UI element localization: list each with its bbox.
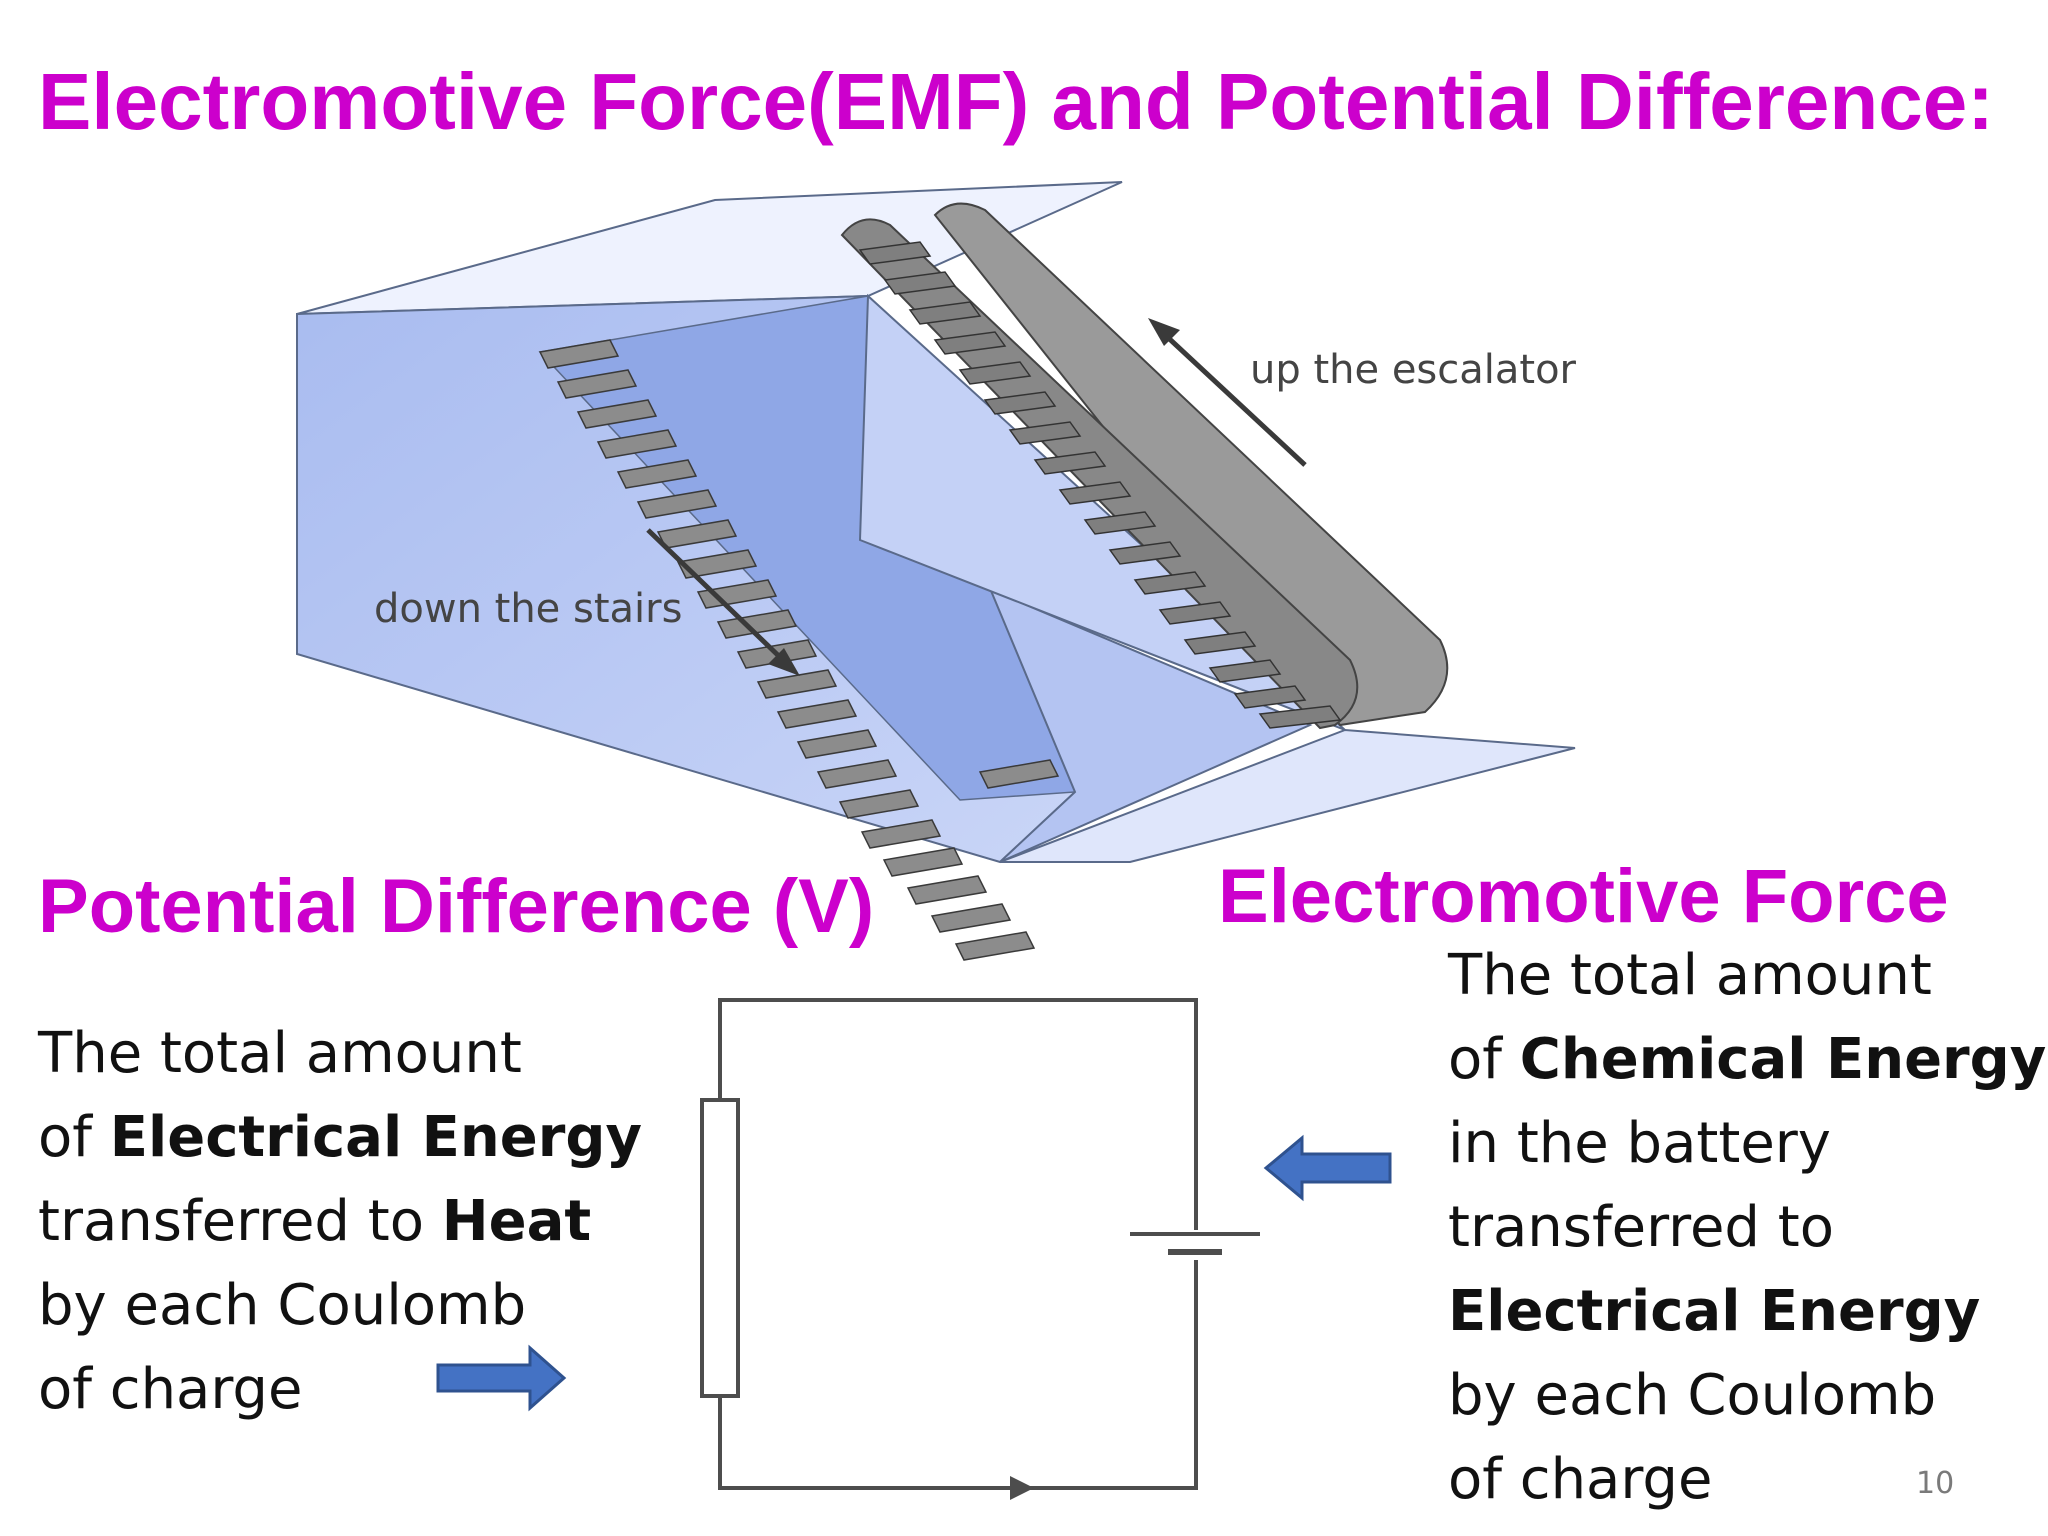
pd-line-3: transferred to Heat — [38, 1180, 642, 1264]
emf-line-2-prefix: of — [1448, 1027, 1520, 1092]
emf-chemical-energy-bold: Chemical Energy — [1519, 1027, 2047, 1092]
down-the-stairs-label: down the stairs — [374, 586, 682, 632]
pd-line-5: of charge — [38, 1357, 303, 1422]
up-direction-arrow — [1160, 330, 1307, 467]
up-arrowhead — [1148, 318, 1180, 346]
pd-line-4: by each Coulomb — [38, 1273, 527, 1338]
up-the-escalator-label: up the escalator — [1250, 347, 1577, 393]
escalator-handrail — [933, 202, 1449, 727]
circuit-wire — [718, 998, 1198, 1490]
pd-line-2: of Electrical Energy — [38, 1096, 642, 1180]
escalator-steps — [858, 241, 1342, 729]
right-arrow-icon — [436, 1344, 567, 1412]
pd-line-1: The total amount — [38, 1021, 522, 1086]
emf-definition: The total amount of Chemical Energy in t… — [1448, 934, 2046, 1522]
electromotive-force-heading: Electromotive Force — [1218, 854, 1949, 939]
current-direction-arrowhead — [1010, 1476, 1034, 1500]
pd-electrical-energy-bold: Electrical Energy — [109, 1105, 642, 1170]
page-number: 10 — [1916, 1466, 1955, 1501]
emf-line-6: by each Coulomb — [1448, 1363, 1937, 1428]
left-arrow-icon — [1263, 1134, 1392, 1202]
emf-line-2: of Chemical Energy — [1448, 1018, 2046, 1102]
down-direction-arrow — [646, 528, 787, 664]
pd-line-3-prefix: transferred to — [38, 1189, 442, 1254]
emf-line-5: Electrical Energy — [1448, 1270, 2046, 1354]
down-arrowhead — [768, 648, 800, 676]
emf-line-4: transferred to — [1448, 1195, 1834, 1260]
emf-line-1: The total amount — [1448, 943, 1932, 1008]
emf-line-7: of charge — [1448, 1447, 1713, 1512]
lower-floor — [999, 728, 1576, 863]
pd-line-2-prefix: of — [38, 1105, 110, 1170]
potential-difference-definition: The total amount of Electrical Energy tr… — [38, 1012, 642, 1432]
emf-electrical-energy-bold: Electrical Energy — [1448, 1279, 1981, 1344]
resistor-symbol — [700, 1098, 740, 1398]
slide-title: Electromotive Force(EMF) and Potential D… — [38, 57, 1994, 146]
potential-difference-heading: Potential Difference (V) — [38, 864, 875, 949]
emf-line-3: in the battery — [1448, 1111, 1831, 1176]
pd-heat-bold: Heat — [441, 1189, 592, 1254]
